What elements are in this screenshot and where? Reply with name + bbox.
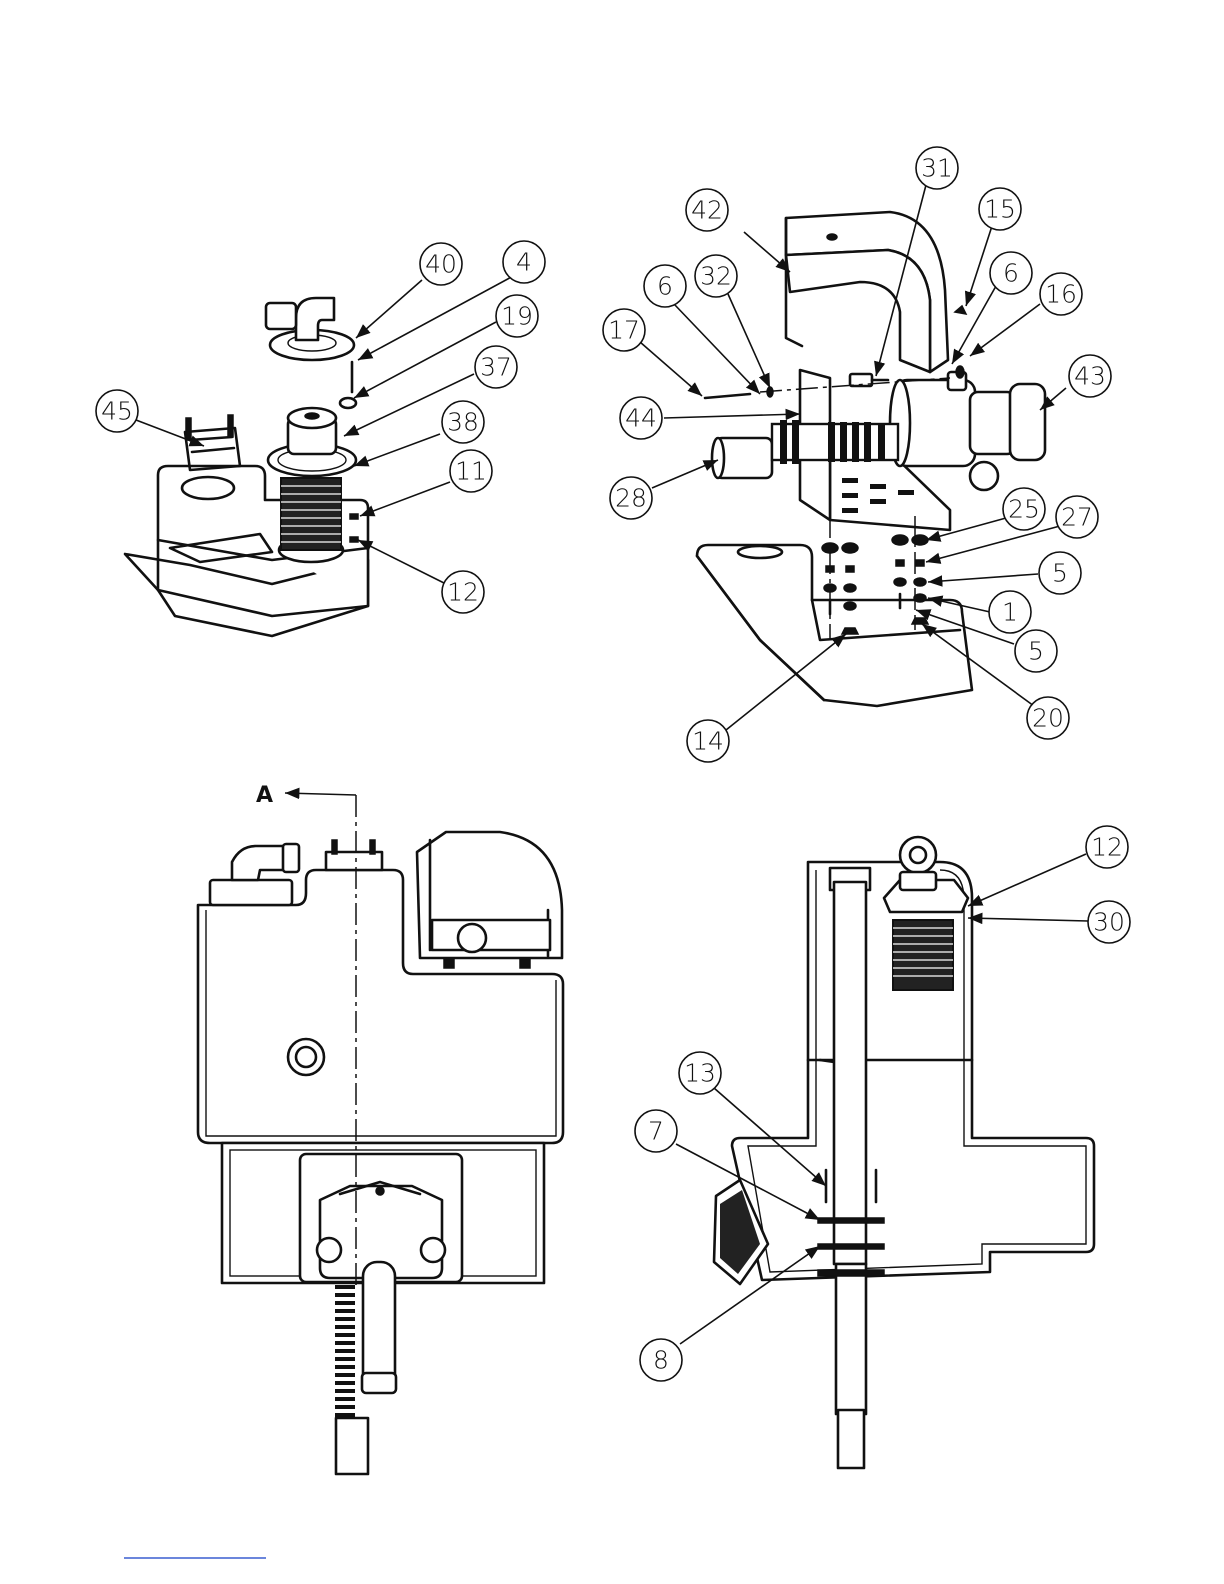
callout-6-right: 6 (990, 252, 1032, 294)
tank-front-view: A (198, 783, 563, 1474)
callout-8: 8 (640, 1339, 682, 1381)
callout-12: 12 (442, 571, 484, 613)
callout-42: 42 (686, 189, 728, 231)
callout-11: 11 (450, 450, 492, 492)
callout-40: 40 (420, 243, 462, 285)
callout-15: 15 (979, 188, 1021, 230)
callout-7: 7 (635, 1110, 677, 1152)
section-label-a: A (256, 783, 273, 808)
svg-text:43: 43 (1074, 362, 1106, 391)
pump-motor-section (893, 920, 953, 990)
callout-43: 43 (1069, 355, 1111, 397)
svg-text:27: 27 (1061, 503, 1093, 532)
callout-4: 4 (503, 241, 545, 283)
callout-13: 13 (679, 1052, 721, 1094)
callout-1: 1 (989, 591, 1031, 633)
svg-text:32: 32 (700, 262, 732, 291)
svg-text:20: 20 (1032, 704, 1064, 733)
svg-text:28: 28 (615, 484, 647, 513)
svg-text:16: 16 (1045, 280, 1077, 309)
svg-text:7: 7 (648, 1117, 664, 1146)
svg-text:13: 13 (684, 1059, 716, 1088)
callout-19: 19 (496, 295, 538, 337)
drop-tube (834, 882, 866, 1264)
motor-cover-front (417, 832, 562, 968)
callout-5-lower: 5 (1015, 630, 1057, 672)
svg-text:45: 45 (101, 397, 133, 426)
callout-25: 25 (1003, 488, 1045, 530)
drain-hose (336, 1262, 396, 1474)
callout-45: 45 (96, 390, 138, 432)
callout-37: 37 (475, 346, 517, 388)
pump-motor (890, 372, 1045, 490)
svg-text:14: 14 (692, 727, 724, 756)
callout-5: 5 (1039, 552, 1081, 594)
pump-mount-exploded-view (697, 212, 1045, 706)
callout-12-section: 12 (1086, 826, 1128, 868)
svg-text:4: 4 (516, 248, 532, 277)
svg-text:11: 11 (455, 457, 487, 486)
svg-text:1: 1 (1002, 598, 1018, 627)
callout-44: 44 (620, 397, 662, 439)
callout-6: 6 (644, 265, 686, 307)
svg-text:25: 25 (1008, 495, 1040, 524)
callout-38: 38 (442, 401, 484, 443)
svg-text:15: 15 (984, 195, 1016, 224)
svg-text:42: 42 (691, 196, 723, 225)
callout-32: 32 (695, 255, 737, 297)
svg-text:44: 44 (625, 404, 657, 433)
svg-text:38: 38 (447, 408, 479, 437)
tank-fill-opening (182, 477, 234, 499)
callout-16: 16 (1040, 273, 1082, 315)
section-arrow (285, 793, 356, 795)
svg-text:5: 5 (1028, 637, 1044, 666)
callout-30: 30 (1088, 901, 1130, 943)
svg-text:40: 40 (425, 250, 457, 279)
svg-text:8: 8 (653, 1346, 669, 1375)
svg-text:30: 30 (1093, 908, 1125, 937)
end-cap-43 (1010, 384, 1045, 460)
svg-text:19: 19 (501, 302, 533, 331)
callout-31: 31 (916, 147, 958, 189)
callout-17: 17 (603, 309, 645, 351)
svg-text:37: 37 (480, 353, 512, 382)
svg-text:17: 17 (608, 316, 640, 345)
svg-text:6: 6 (657, 272, 673, 301)
section-a-a-view (714, 837, 1094, 1468)
callout-14: 14 (687, 720, 729, 762)
svg-text:31: 31 (921, 154, 953, 183)
callout-28: 28 (610, 477, 652, 519)
outlet-elbow-40 (266, 298, 354, 360)
svg-text:5: 5 (1052, 559, 1068, 588)
drop-tube-end (838, 1410, 864, 1468)
svg-text:12: 12 (447, 578, 479, 607)
callout-20: 20 (1027, 697, 1069, 739)
svg-text:12: 12 (1091, 833, 1123, 862)
callout-27: 27 (1056, 496, 1098, 538)
svg-text:6: 6 (1003, 259, 1019, 288)
tank-isometric-view (125, 298, 368, 636)
